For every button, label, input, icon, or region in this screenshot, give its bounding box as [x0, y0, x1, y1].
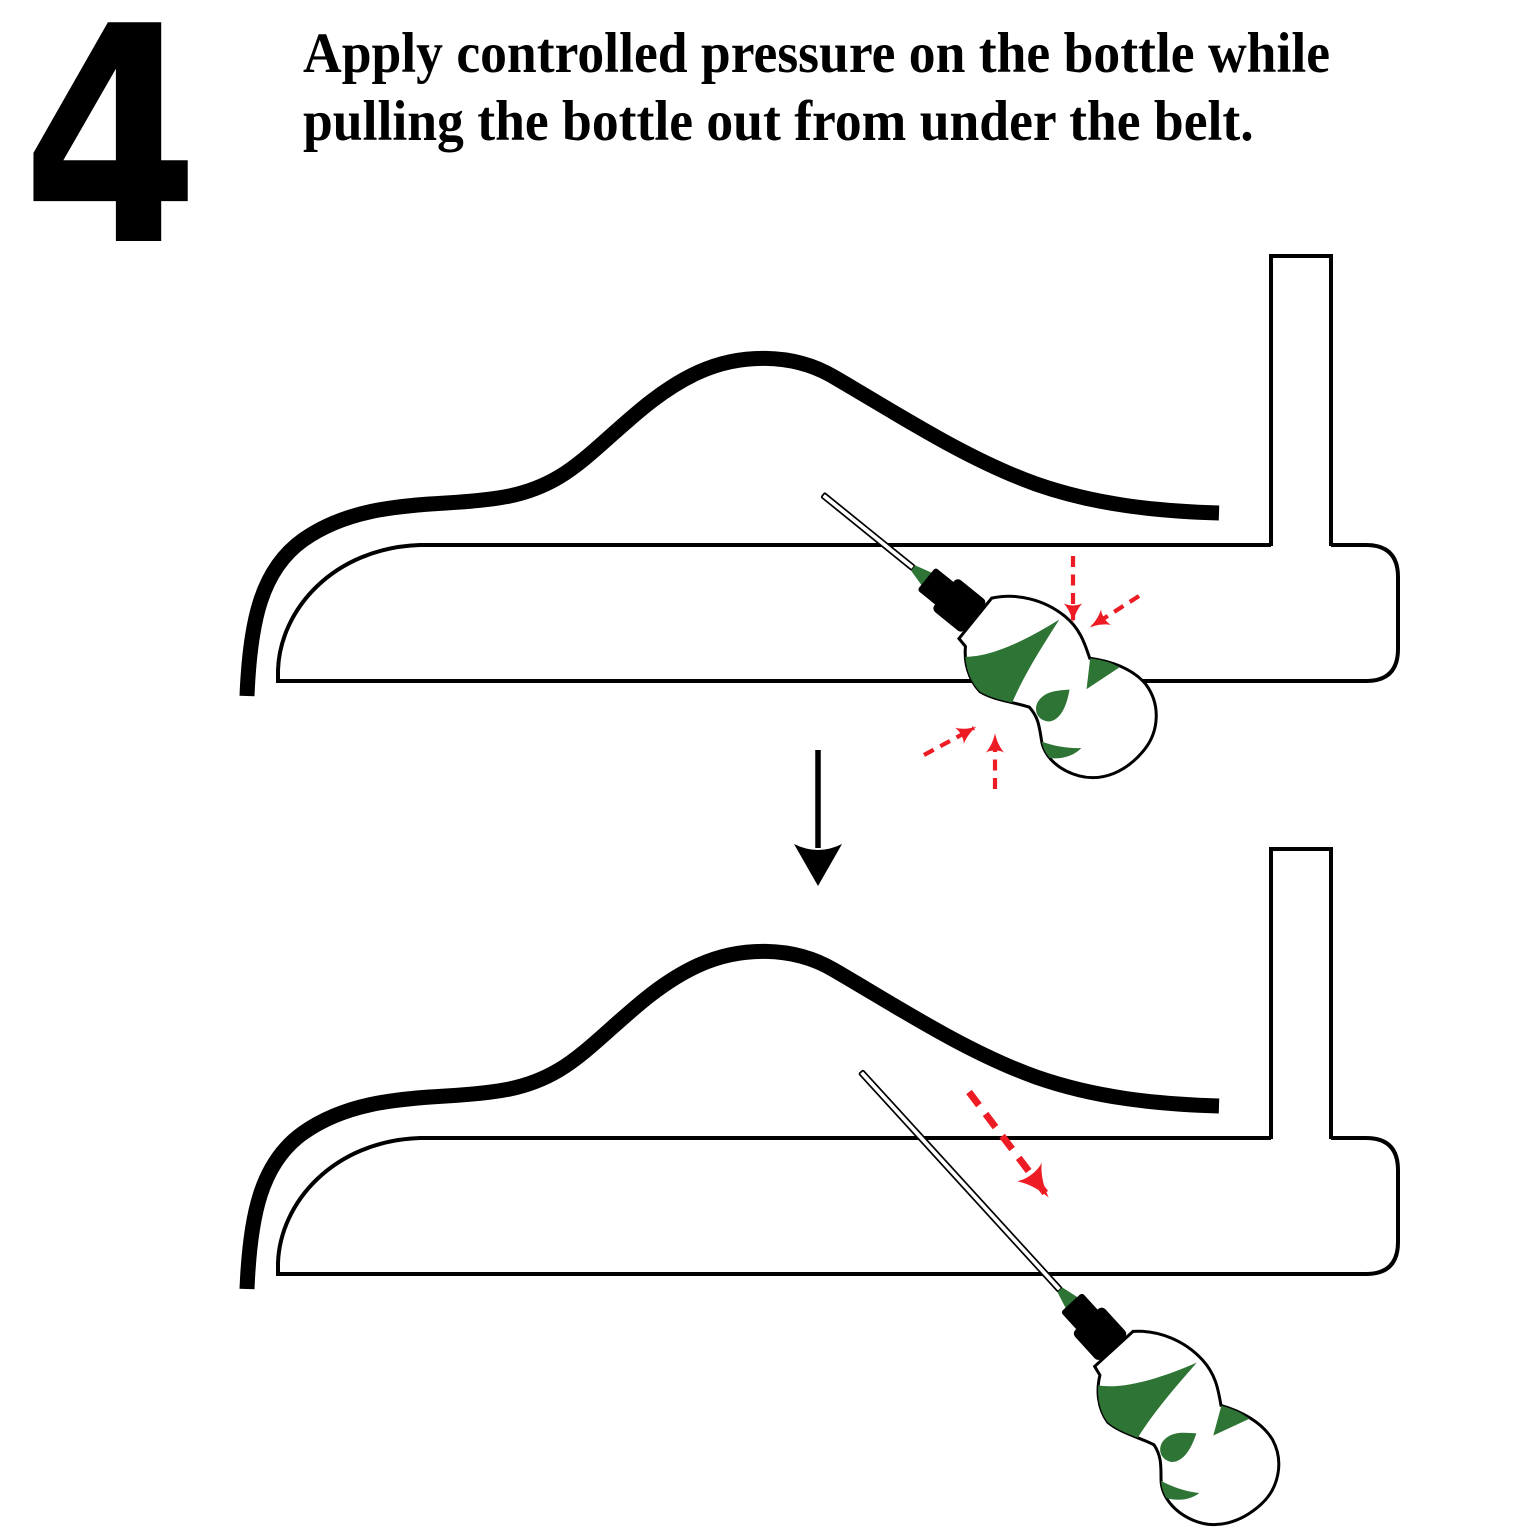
- caption-line-2: pulling the bottle out from under the be…: [303, 90, 1254, 153]
- figure-bottom: [247, 849, 1398, 1536]
- pull-direction-arrow-icon: [966, 1089, 1049, 1198]
- bottle-bottom: [858, 1069, 1301, 1536]
- bottle-top: [820, 492, 1178, 809]
- machine-bottom: [247, 849, 1398, 1289]
- caption-line-1: Apply controlled pressure on the bottle …: [303, 22, 1330, 85]
- machine-top: [247, 256, 1398, 696]
- step-number: 4: [22, 0, 200, 312]
- instruction-caption: Apply controlled pressure on the bottle …: [303, 20, 1330, 156]
- pressure-arrows: [923, 556, 1141, 789]
- figure-top: [247, 256, 1398, 809]
- needle-icon: [820, 492, 916, 571]
- down-arrow-head: [794, 844, 842, 886]
- squeeze-arrow-upper-right-icon: [1089, 594, 1141, 628]
- down-arrow-icon: [794, 750, 842, 886]
- bottle-icon: [1006, 1251, 1301, 1536]
- squeeze-arrow-lower-left-icon: [923, 726, 977, 757]
